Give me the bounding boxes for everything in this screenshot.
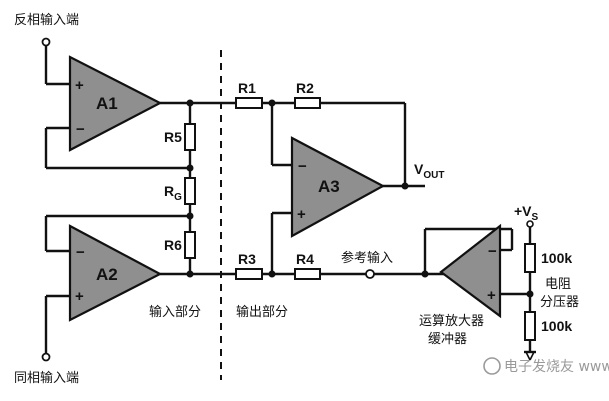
buffer-plus-sign: + [487,287,496,304]
divider-bottom-value: 100k [541,318,572,334]
resistor-r6: R6 [164,231,196,259]
reference-input-terminal [365,269,375,279]
a1-plus-sign: + [75,77,84,94]
watermark-text: 电子发烧友 www.elecfans.com [504,359,609,375]
a3-minus-sign: − [298,158,307,175]
resistor-r3: R3 [235,251,263,280]
a2-plus-sign: + [75,288,84,305]
vs-terminal [526,220,534,228]
divider-label-line1: 电阻 [545,277,571,292]
resistor-r1: R1 [235,80,263,109]
buffer-label-line1: 运算放大器 [419,314,484,329]
resistor-r4: R4 [294,251,321,280]
op-amp-buffer: − + [439,223,502,319]
a3-plus-sign: + [297,206,306,223]
r5-label: R5 [164,129,182,145]
resistor-r2: R2 [294,80,321,109]
r4-label: R4 [296,251,314,267]
r1-label: R1 [238,80,256,96]
op-amp-a3: − + A3 [290,136,386,238]
input-section-label: 输入部分 [149,304,201,320]
buffer-minus-sign: − [488,243,497,260]
vout-label: VOUT [414,161,444,181]
resistor-divider-bottom: 100k [524,311,572,341]
resistor-divider-top: 100k [524,243,572,273]
inverting-input-label: 反相输入端 [14,12,79,28]
noninverting-input-label: 同相输入端 [14,370,79,386]
watermark: 电子发烧友 www.elecfans.com [483,357,609,375]
noninverting-input-terminal [41,352,51,362]
divider-top-value: 100k [541,250,572,266]
op-amp-a2: − + A2 [68,224,163,322]
op-amp-a1: + − A1 [68,55,163,152]
a1-minus-sign: − [76,121,85,138]
rg-label: RG [164,183,182,203]
a1-label: A1 [96,94,118,113]
vs-label: +VS [514,203,539,223]
r2-label: R2 [296,80,314,96]
divider-label-line2: 分压器 [540,295,579,310]
r6-label: R6 [164,237,182,253]
a2-minus-sign: − [76,244,85,261]
resistor-rg: RG [164,177,196,205]
resistor-r5: R5 [164,123,196,151]
buffer-label-line2: 缓冲器 [428,332,467,347]
inverting-input-terminal [41,37,51,47]
junction-dots [186,99,534,298]
output-section-label: 输出部分 [236,304,288,320]
a3-label: A3 [318,177,340,196]
reference-input-label: 参考输入 [341,250,393,266]
r3-label: R3 [238,251,256,267]
a2-label: A2 [96,265,118,284]
